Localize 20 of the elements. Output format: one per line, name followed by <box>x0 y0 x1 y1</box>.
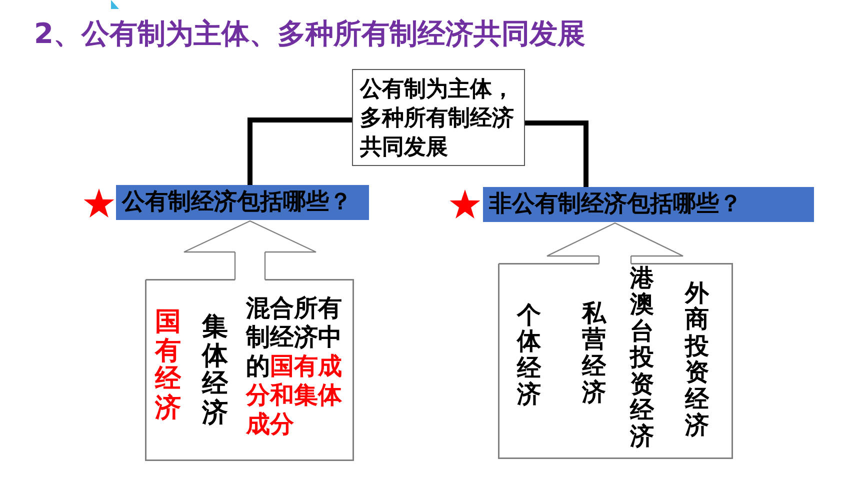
callout-box <box>498 263 733 459</box>
vertical-text: 私营经济 <box>582 300 606 406</box>
block-arrow <box>183 220 317 280</box>
box-text: 公有制为主体，多种所有制经济共同发展 <box>360 76 515 162</box>
question-text: 公有制经济包括哪些？ <box>122 188 353 217</box>
question-text: 非公有制经济包括哪些？ <box>489 190 743 219</box>
paragraph-text: 混合所有制经济中的国有成分和集体成分 <box>246 294 343 439</box>
callout-box <box>145 279 354 461</box>
slide-title: 2、公有制为主体、多种所有制经济共同发展 <box>34 16 586 52</box>
vertical-text: 国有经济 <box>155 308 181 422</box>
vertical-text: 外商投资经济 <box>685 280 709 438</box>
vertical-text: 港澳台投资经济 <box>630 265 654 450</box>
block-arrow <box>546 222 684 264</box>
vertical-text: 个体经济 <box>517 302 541 408</box>
vertical-text: 集体经济 <box>202 313 228 428</box>
connector-line <box>525 120 588 187</box>
connector-line <box>248 118 352 185</box>
question-bar <box>483 187 814 222</box>
concept-box <box>352 69 525 166</box>
question-bar <box>116 185 369 220</box>
